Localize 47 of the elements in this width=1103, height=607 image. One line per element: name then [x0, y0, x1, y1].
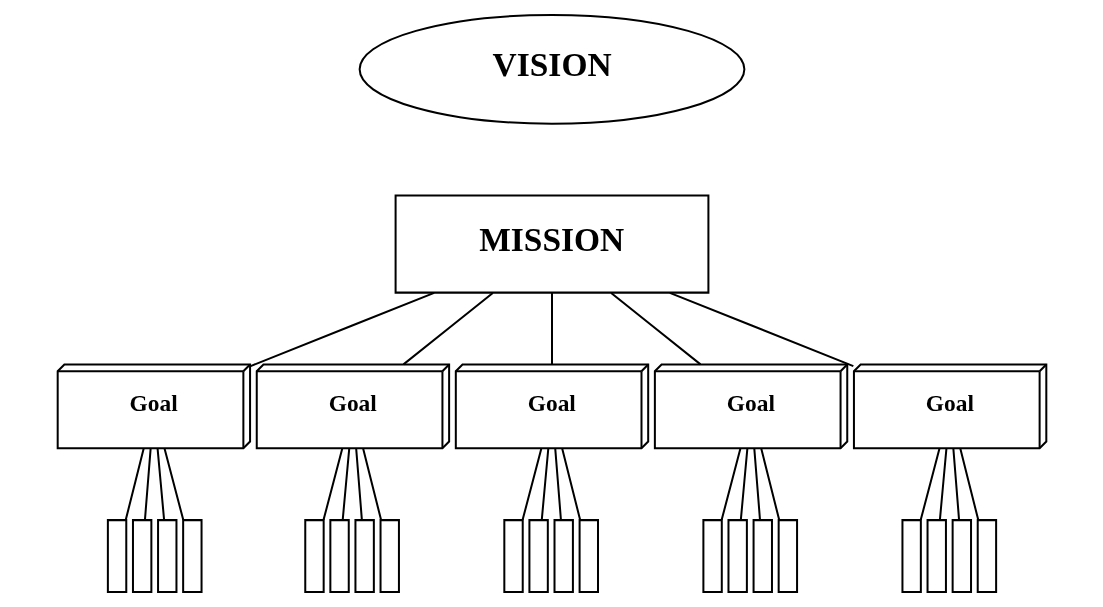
node-box [777, 519, 798, 594]
node-box [578, 519, 599, 594]
node-box [379, 519, 400, 594]
connector [550, 293, 553, 365]
node-box [353, 519, 375, 594]
connector [560, 448, 581, 521]
node-box [181, 519, 203, 594]
connector [322, 448, 343, 521]
node-box [502, 519, 524, 594]
connector [156, 448, 165, 520]
connector [610, 292, 701, 366]
connector [951, 448, 960, 520]
node-box [156, 519, 177, 594]
node-box [900, 519, 922, 594]
connector [720, 448, 741, 521]
connector [540, 448, 549, 520]
connector [938, 448, 947, 520]
connector [124, 448, 145, 521]
node-box [752, 519, 773, 594]
node-box [303, 519, 325, 594]
node-box [976, 519, 997, 594]
node-box [131, 519, 152, 594]
node-box [951, 519, 972, 594]
connector [759, 448, 780, 521]
connector [739, 448, 748, 520]
connector [361, 448, 382, 521]
node-box [553, 519, 574, 594]
connector [354, 448, 363, 520]
connector [402, 292, 493, 366]
connector [143, 448, 152, 520]
node-ellipse: VISION [358, 13, 745, 125]
node-box [726, 519, 748, 594]
node-box [926, 519, 947, 594]
connector [958, 448, 979, 521]
connector [341, 448, 350, 520]
node-box [106, 519, 127, 594]
connector [919, 448, 940, 521]
node-box [527, 519, 549, 594]
connector [752, 448, 761, 520]
connector [553, 448, 562, 520]
connector [521, 448, 542, 521]
node-box: MISSION [394, 194, 709, 294]
connector [668, 291, 854, 367]
connector [163, 448, 184, 521]
node-box [701, 519, 723, 594]
node-box [328, 519, 350, 594]
connector [249, 291, 435, 367]
